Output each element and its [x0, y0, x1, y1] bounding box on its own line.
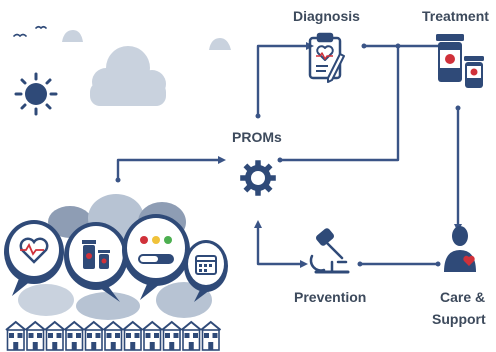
care-support-label-line1: Care &	[440, 289, 486, 305]
sun-icon	[14, 72, 58, 116]
line-community-to-proms	[116, 158, 220, 182]
heart-bubble	[4, 220, 64, 296]
gear-icon	[240, 160, 276, 196]
rating-bubble	[122, 214, 190, 300]
house-icon	[122, 320, 144, 351]
house-icon	[24, 320, 46, 351]
speech-bubbles-icon	[4, 194, 228, 320]
house-icon	[180, 320, 202, 351]
calendar-bubble	[184, 240, 228, 302]
connector-lines	[116, 44, 460, 266]
clipboard-heart-icon	[308, 32, 345, 83]
house-icon	[102, 320, 124, 351]
calendar-icon	[195, 255, 217, 275]
house-icon	[161, 320, 183, 351]
care-support-label-line2: Support	[432, 311, 486, 327]
line-treatment-to-proms	[278, 44, 400, 162]
proms-label: PROMs	[232, 129, 282, 145]
diagnosis-label: Diagnosis	[293, 8, 360, 24]
cloud-icon	[90, 46, 166, 106]
connector-arrowheads	[115, 42, 462, 268]
person-heart-icon	[444, 226, 476, 272]
microscope-icon	[309, 228, 350, 274]
line-proms-to-diagnosis	[256, 44, 308, 118]
house-icon	[5, 320, 27, 351]
small-cloud-right-icon	[209, 38, 231, 50]
medicine-bubble	[64, 222, 128, 302]
prevention-label: Prevention	[294, 289, 367, 305]
house-icon	[83, 320, 105, 351]
house-icon	[63, 320, 85, 351]
heart-icon	[19, 237, 49, 264]
birds-icon	[13, 25, 47, 38]
house-icon	[141, 320, 163, 351]
house-icon	[44, 320, 66, 351]
medicine-jars-icon	[436, 34, 484, 88]
house-icon	[200, 320, 222, 351]
treatment-label: Treatment	[422, 8, 489, 24]
small-cloud-icon	[62, 30, 83, 42]
line-proms-to-prevention	[256, 222, 302, 266]
row-of-houses-icon	[5, 320, 222, 351]
